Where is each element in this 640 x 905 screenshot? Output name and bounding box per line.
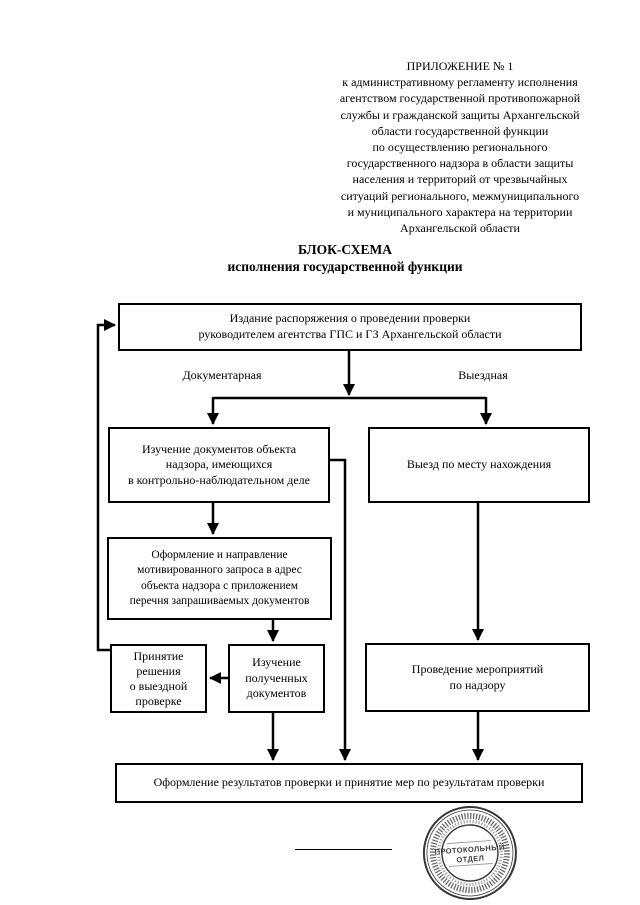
box-text-line: Оформление и направление [151, 549, 288, 562]
appendix-line: службы и гражданской защиты Архангельско… [340, 107, 580, 122]
flow-box-decide-field-check: Принятие решения о выездной проверке [110, 644, 207, 713]
box-text-line: о выездной [129, 678, 188, 693]
box-text-line: решения [136, 663, 181, 678]
flow-box-study-received-documents: Изучение полученных документов [228, 644, 325, 713]
appendix-line: и муниципального характера на территории [347, 204, 573, 219]
box-text-line: по надзору [449, 677, 506, 692]
arrow-study-side-to-results [330, 458, 351, 761]
box-text-line: Выезд по месту нахождения [406, 457, 552, 472]
box-text-line: Изучение документов объекта [141, 441, 297, 456]
box-text-line: Оформление результатов проверки и принят… [153, 775, 545, 790]
box-text-line: Принятие [133, 648, 184, 663]
box-text-line: полученных [245, 670, 308, 685]
box-text-line: надзора, имеющихся [165, 457, 273, 472]
box-text-line: перечня запрашиваемых документов [129, 594, 310, 607]
branch-label-documentary: Документарная [182, 368, 262, 382]
appendix-line: к административному регламенту исполнени… [342, 75, 578, 90]
signature-line [295, 849, 392, 850]
appendix-header: ПРИЛОЖЕНИЕ № 1 к административному регла… [310, 58, 610, 236]
box-text-line: объекта надзора с приложением [141, 579, 298, 592]
document-title: БЛОК-СХЕМА исполнения государственной фу… [120, 241, 570, 275]
appendix-line: области государственной функции [371, 123, 549, 138]
flow-box-results: Оформление результатов проверки и принят… [115, 763, 583, 803]
box-text-line: проверке [135, 693, 182, 708]
flow-box-field-visit: Выезд по месту нахождения [368, 427, 590, 503]
box-text-line: руководителем агентства ГПС и ГЗ Арханге… [198, 327, 502, 341]
flow-box-study-case-documents: Изучение документов объекта надзора, име… [108, 427, 330, 503]
flow-box-supervision-activities: Проведение мероприятий по надзору [365, 643, 590, 712]
stamp-ring-microtext-illegible-2 [436, 819, 504, 887]
appendix-line: ситуаций регионального, межмуниципальног… [340, 188, 580, 203]
appendix-line: ПРИЛОЖЕНИЕ № 1 [406, 59, 514, 73]
appendix-line: государственного надзора в области защит… [346, 156, 574, 171]
box-text-line: документов [246, 686, 307, 701]
flow-box-issue-order: Издание распоряжения о проведении провер… [118, 303, 582, 351]
box-text-line: Издание распоряжения о проведении провер… [229, 311, 471, 326]
box-text-line: Проведение мероприятий [411, 661, 544, 676]
stamp-inner-ring [441, 824, 499, 882]
stamp-ring-microtext-illegible [429, 813, 510, 894]
stamp-center-text-line2: ОТДЕЛ [456, 854, 484, 865]
flow-box-send-request: Оформление и направление мотивированного… [107, 537, 332, 620]
stamp-outer-ring-inner-edge [426, 809, 514, 897]
box-text-line: в контрольно-наблюдательном деле [127, 472, 310, 487]
appendix-line: по осуществлению регионального [372, 140, 548, 155]
stamp-divider-top [447, 840, 492, 844]
stamp-divider-bottom [448, 863, 493, 867]
appendix-line: Архангельской области [400, 221, 520, 236]
title-line-2: исполнения государственной функции [227, 259, 463, 274]
appendix-line: населения и территорий от чрезвычайных [352, 172, 568, 187]
title-line-1: БЛОК-СХЕМА [297, 242, 393, 257]
box-text-line: Изучение [252, 655, 301, 670]
stamp-outer-ring [422, 806, 517, 901]
box-text-line: мотивированного запроса в адрес [137, 564, 302, 577]
protocol-stamp: ПРОТОКОЛЬНЫЙ ОТДЕЛ [422, 806, 517, 901]
branch-label-field: Выездная [458, 368, 508, 382]
appendix-line: агентством государственной противопожарн… [339, 91, 581, 106]
